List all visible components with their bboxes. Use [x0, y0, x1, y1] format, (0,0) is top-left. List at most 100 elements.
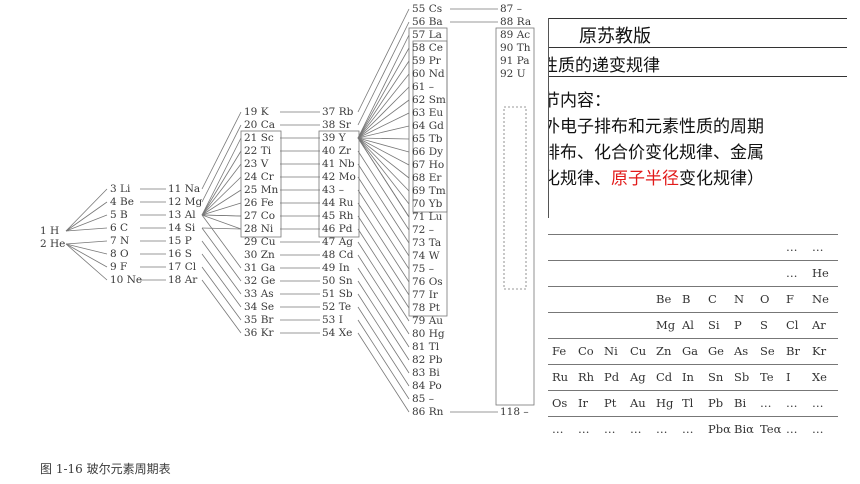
element-label: 50 Sn — [322, 275, 353, 287]
element-label: 20 Ca — [244, 119, 275, 131]
connector-line — [201, 111, 242, 190]
element-label: 89 Ac — [500, 29, 531, 41]
element-label: 81 Tl — [412, 341, 440, 353]
element-label: 5 B — [110, 209, 128, 221]
table-cell: … — [578, 422, 590, 436]
table-cell: … — [786, 266, 798, 280]
connector-line — [357, 137, 410, 218]
connector-line — [357, 137, 410, 140]
connector-line — [357, 34, 410, 139]
element-label: 64 Gd — [412, 120, 444, 132]
element-label: 87 – — [500, 3, 522, 15]
table-cell: Ni — [604, 344, 618, 358]
element-label: 19 K — [244, 106, 269, 118]
connector-line — [65, 240, 108, 245]
connector-line — [357, 21, 410, 126]
table-cell: … — [786, 422, 798, 436]
element-label: 36 Kr — [244, 327, 274, 339]
element-label: 6 C — [110, 222, 129, 234]
table-cell: … — [760, 396, 772, 410]
element-label: 80 Hg — [412, 328, 445, 340]
element-label: 46 Pd — [322, 223, 353, 235]
table-cell: Ga — [682, 344, 699, 358]
element-label: 30 Zn — [244, 249, 275, 261]
element-label: 15 P — [168, 235, 192, 247]
element-label: 14 Si — [168, 222, 196, 234]
table-cell: Tl — [682, 396, 694, 410]
element-label: 59 Pr — [412, 55, 441, 67]
table-cell: … — [786, 396, 798, 410]
element-label: 47 Ag — [322, 236, 354, 248]
table-divider — [548, 312, 838, 313]
connector-line — [357, 137, 410, 192]
element-label: 17 Cl — [168, 261, 197, 273]
element-label: 35 Br — [244, 314, 274, 326]
table-cell: Au — [630, 396, 646, 410]
element-label: 83 Bi — [412, 367, 440, 379]
element-label: 73 Ta — [412, 237, 442, 249]
connector-line — [357, 241, 410, 322]
rare-earth-inner-box — [412, 40, 448, 213]
element-label: 76 Os — [412, 276, 443, 288]
element-label: 13 Al — [168, 209, 196, 221]
figure-caption: 图 1-16 玻尔元素周期表 — [40, 462, 171, 476]
table-cell: Ne — [812, 292, 829, 306]
table-cell: Sb — [734, 370, 750, 384]
table-cell: He — [812, 266, 829, 280]
connector-line — [357, 254, 410, 335]
table-cell: P — [734, 318, 742, 332]
table-cell: Ge — [708, 344, 724, 358]
table-cell: C — [708, 292, 717, 306]
panel-line-4-tail: 变化规律） — [679, 169, 764, 189]
element-label: 72 – — [412, 224, 434, 236]
connector-line — [201, 279, 242, 334]
connector-line — [201, 150, 242, 216]
connector-line — [357, 73, 410, 139]
panel-line-4: 化规律、原子半径变化规律） — [548, 164, 764, 189]
element-label: 52 Te — [322, 301, 352, 313]
table-cell: Ru — [552, 370, 569, 384]
table-cell: Te — [760, 370, 774, 384]
element-label: 90 Th — [500, 42, 531, 54]
element-label: 4 Be — [110, 196, 134, 208]
element-label: 25 Mn — [244, 184, 279, 196]
element-label: 68 Er — [412, 172, 442, 184]
table-divider — [548, 286, 838, 287]
table-cell: Ir — [578, 396, 589, 410]
table-cell: O — [760, 292, 770, 306]
connector-line — [201, 227, 242, 230]
connector-line — [357, 60, 410, 139]
element-label: 22 Ti — [244, 145, 272, 157]
panel-line-4-text: 化规律、 — [548, 169, 611, 189]
table-cell: Cu — [630, 344, 647, 358]
element-label: 53 I — [322, 314, 343, 326]
connector-line — [65, 214, 108, 232]
table-cell: Ag — [630, 370, 646, 384]
table-divider — [548, 390, 838, 391]
connector-line — [201, 214, 242, 230]
connector-line — [65, 243, 108, 255]
element-label: 41 Nb — [322, 158, 355, 170]
panel-line-1: 节内容： — [548, 91, 611, 111]
element-label: 43 – — [322, 184, 344, 196]
element-label: 3 Li — [110, 183, 131, 195]
connector-line — [357, 267, 410, 348]
element-label: 29 Cu — [244, 236, 276, 248]
table-cell: N — [734, 292, 745, 306]
connector-line — [65, 188, 108, 232]
connector-line — [357, 86, 410, 139]
element-label: 54 Xe — [322, 327, 353, 339]
element-label: 8 O — [110, 248, 129, 260]
element-label: 63 Eu — [412, 107, 444, 119]
table-divider — [548, 338, 838, 339]
table-cell: F — [786, 292, 794, 306]
connector-line — [201, 189, 242, 216]
table-cell: Os — [552, 396, 568, 410]
element-label: 33 As — [244, 288, 274, 300]
actinide-dashed-box — [503, 106, 527, 290]
table-cell: Biα — [734, 422, 754, 436]
element-label: 10 Ne — [110, 274, 143, 286]
panel-title: 原苏教版 — [579, 26, 651, 47]
